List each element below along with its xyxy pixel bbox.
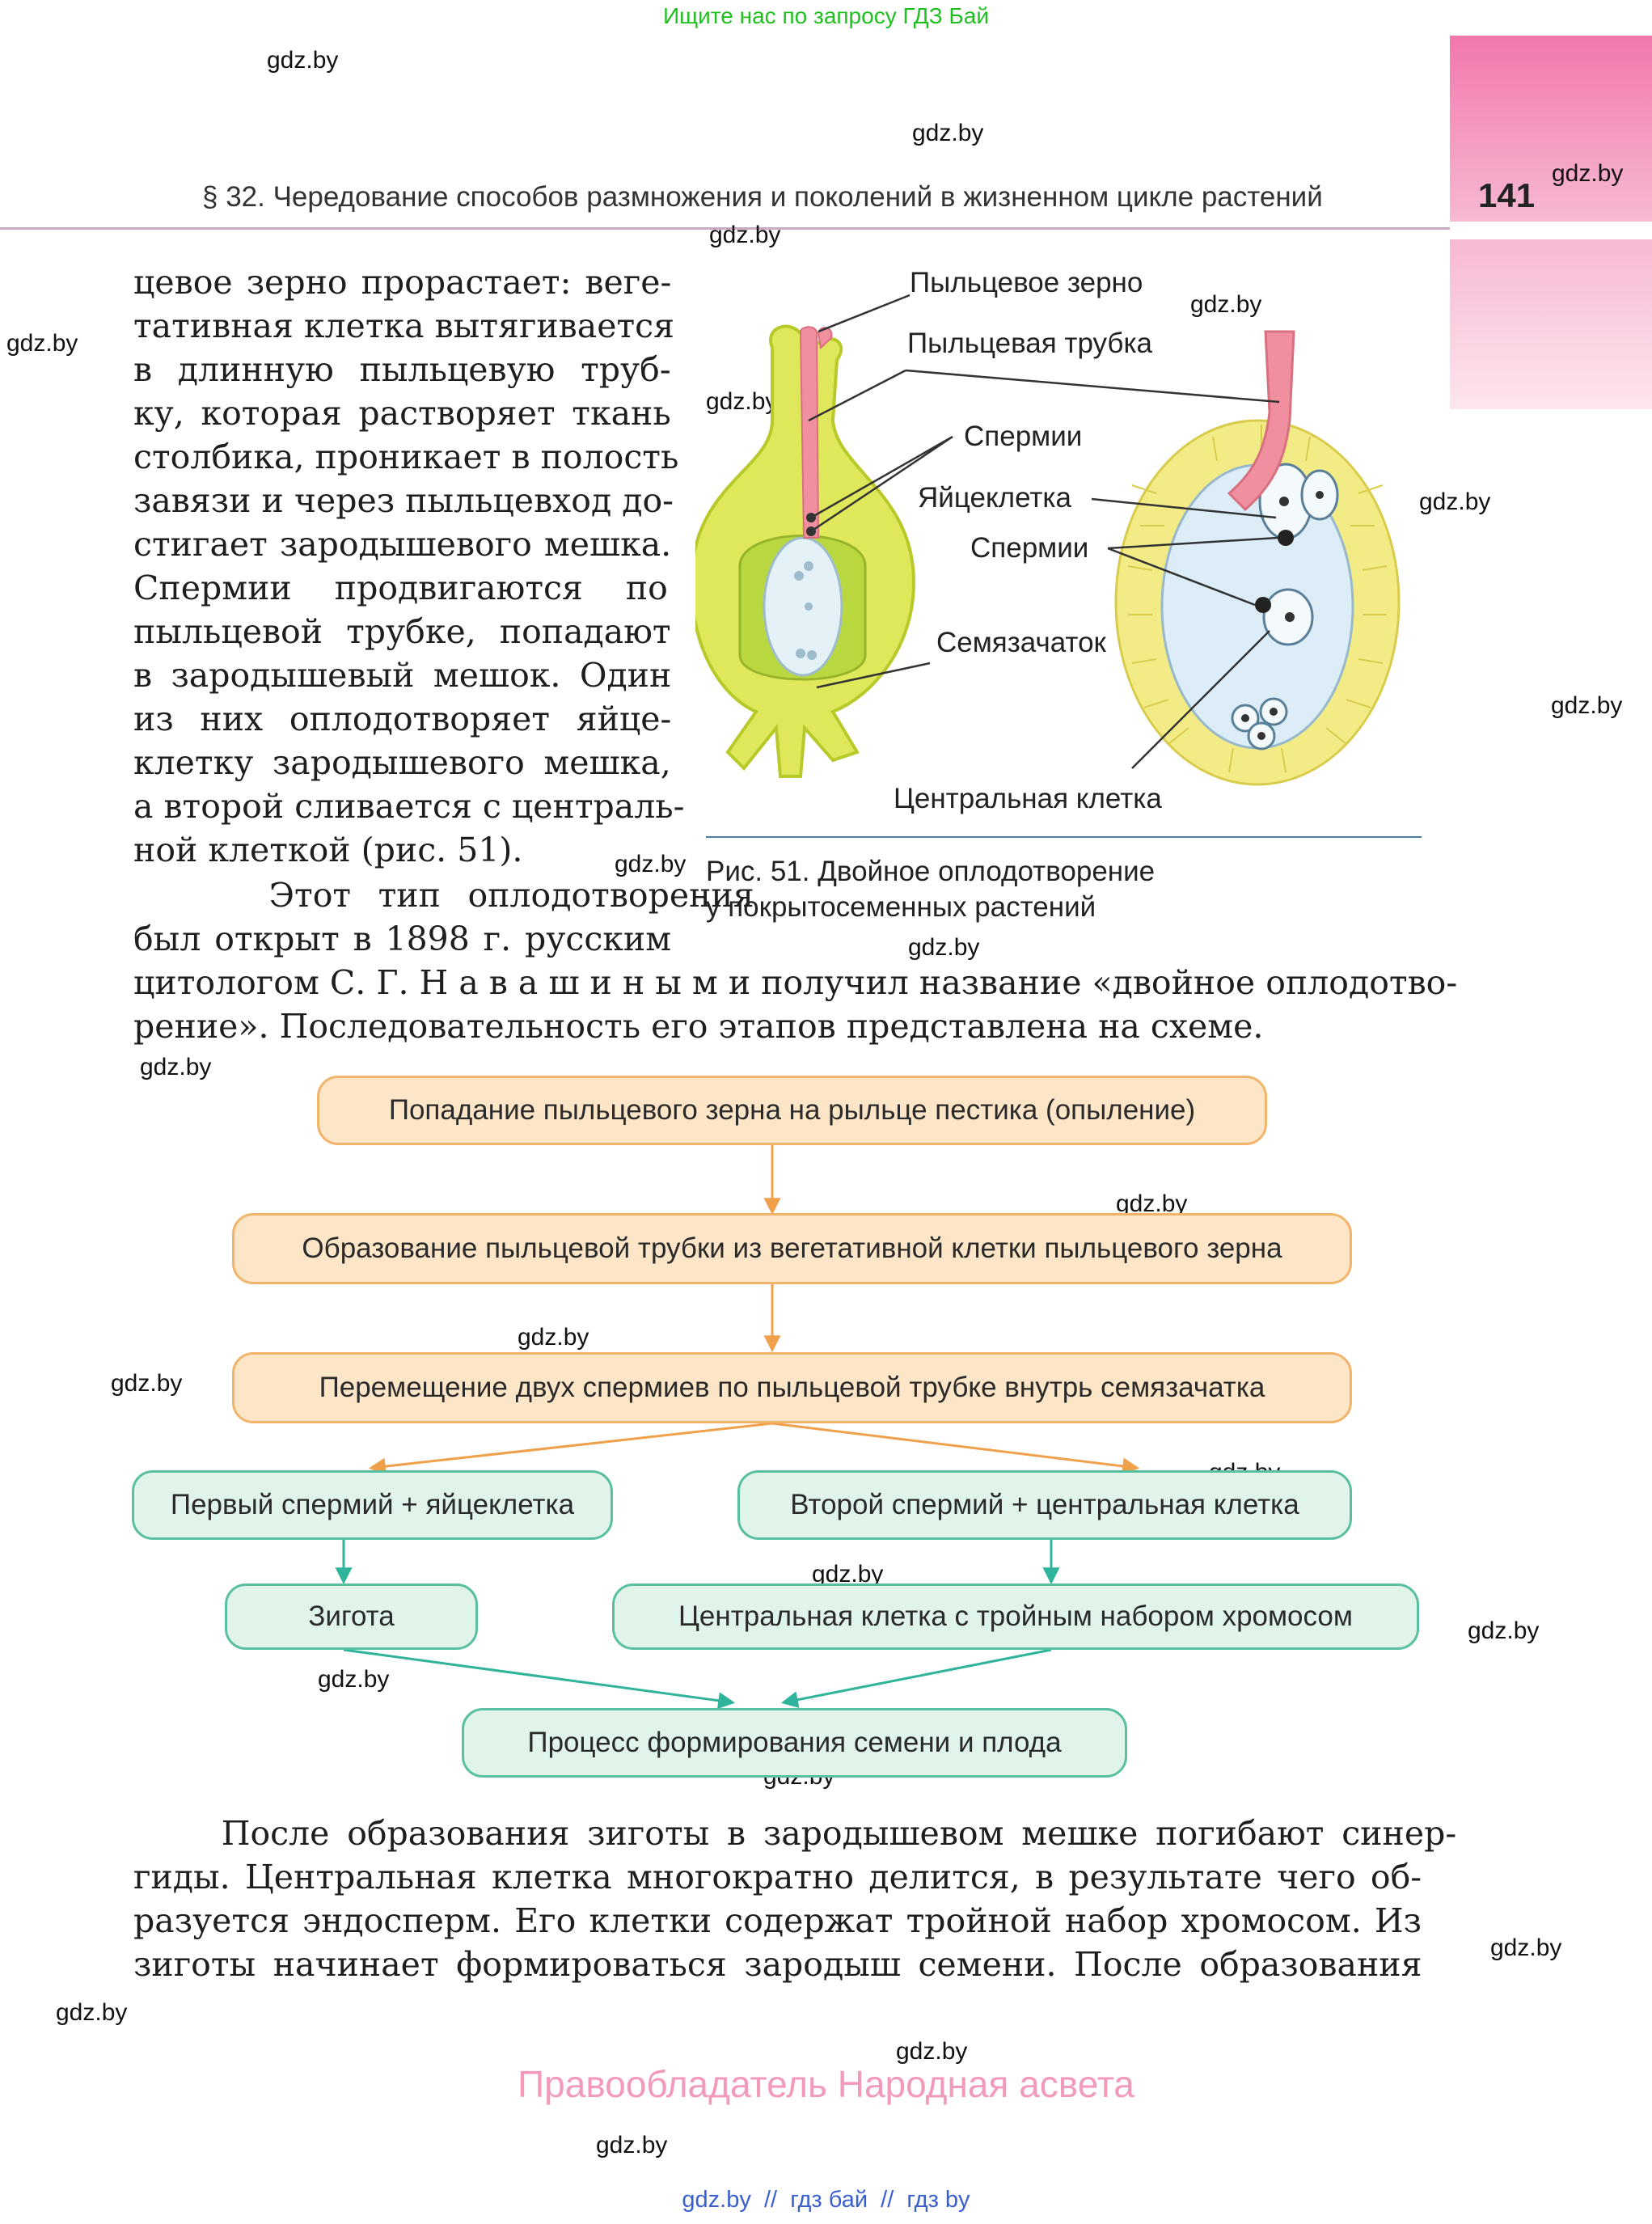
- watermark: gdz.by: [111, 1370, 183, 1397]
- caption-divider: [706, 836, 1422, 838]
- body-text-line: столбика, проникает в полость: [133, 438, 679, 476]
- body-text-line: ной клеткой (рис. 51).: [133, 831, 523, 869]
- pistil-drawing: [695, 324, 916, 778]
- flow-central-cell-triple: Центральная клетка с тройным набором хро…: [612, 1583, 1419, 1650]
- watermark: gdz.by: [896, 2038, 968, 2065]
- body-text-line: Спермии продвигаются по: [133, 569, 668, 607]
- flow-branch-second-sperm: Второй спермий + центральная клетка: [737, 1470, 1352, 1540]
- body-text-line: После образования зиготы в зародышевом м…: [133, 1814, 1457, 1853]
- body-text-line: а второй сливается с централь-: [133, 787, 685, 826]
- label-central-cell: Центральная клетка: [894, 783, 1162, 814]
- watermark: gdz.by: [267, 47, 339, 74]
- watermark: gdz.by: [318, 1666, 390, 1693]
- running-head: § 32. Чередование способов размножения и…: [202, 181, 1323, 213]
- watermark: gdz.by: [912, 120, 984, 146]
- body-text-line: клетку зародышевого мешка,: [133, 743, 671, 782]
- double-fertilization-illustration: [695, 294, 1401, 786]
- body-text-line: пыльцевой трубке, попадают: [133, 612, 671, 651]
- watermark: gdz.by: [1490, 1934, 1562, 1961]
- footer-links[interactable]: gdz.by // гдз бай // гдз by: [682, 2187, 970, 2213]
- body-text-line: разуется эндосперм. Его клетки содержат …: [133, 1901, 1422, 1940]
- watermark: gdz.by: [1116, 1190, 1188, 1217]
- flow-branch-first-sperm: Первый спермий + яйцеклетка: [132, 1470, 613, 1540]
- label-sperm-cells: Спермии: [964, 421, 1083, 452]
- watermark: gdz.by: [1551, 692, 1623, 719]
- top-banner-link[interactable]: Ищите нас по запросу ГДЗ Бай: [662, 3, 990, 28]
- watermark: gdz.by: [1419, 488, 1491, 515]
- watermark: gdz.by: [6, 330, 78, 357]
- flowchart-arrows: [335, 1145, 1140, 1710]
- watermark: gdz.by: [1468, 1617, 1540, 1644]
- label-pollen-tube: Пыльцевая трубка: [907, 328, 1153, 359]
- body-text-line: из них оплодотворяет яйце-: [133, 700, 672, 738]
- watermark: gdz.by: [709, 222, 781, 248]
- watermark: gdz.by: [596, 2132, 668, 2158]
- page-edge-tab-lower: [1450, 239, 1652, 409]
- label-sperm-cells-right: Спермии: [970, 532, 1089, 564]
- body-text-line: тативная клетка вытягивается: [133, 307, 674, 345]
- flow-zygote: Зигота: [225, 1583, 478, 1650]
- watermark: gdz.by: [1552, 160, 1624, 187]
- body-text-line: цевое зерно прорастает: веге-: [133, 263, 672, 302]
- body-text-line: был открыт в 1898 г. русским: [133, 920, 672, 958]
- flow-step-pollination: Попадание пыльцевого зерна на рыльце пес…: [317, 1076, 1267, 1145]
- page-number: 141: [1478, 176, 1536, 214]
- figure-leader-lines: [808, 294, 1280, 769]
- copyright-holder: Правообладатель Народная асвета: [518, 2063, 1134, 2105]
- watermark: gdz.by: [518, 1324, 589, 1351]
- watermark: gdz.by: [1190, 291, 1262, 318]
- body-text-line: рение». Последовательность его этапов пр…: [133, 1007, 1264, 1046]
- body-text-line: ку, которая растворяет ткань: [133, 394, 671, 433]
- flow-step-pollen-tube: Образование пыльцевой трубки из вегетати…: [232, 1213, 1352, 1284]
- figure-caption-line-2: у покрытосеменных растений: [706, 891, 1096, 923]
- watermark: gdz.by: [56, 1999, 128, 2026]
- body-text-line: в длинную пыльцевую труб-: [133, 350, 671, 389]
- label-pollen-grain: Пыльцевое зерно: [910, 267, 1143, 298]
- page-edge-tab: [1450, 36, 1652, 222]
- body-text-line: завязи и через пыльцевход до-: [133, 481, 674, 520]
- watermark: gdz.by: [615, 851, 687, 877]
- body-text-line: в зародышевый мешок. Один: [133, 656, 672, 695]
- watermark: gdz.by: [908, 934, 980, 961]
- ovule-drawing: [1114, 330, 1401, 786]
- watermark: gdz.by: [140, 1054, 212, 1080]
- watermark: gdz.by: [812, 1561, 884, 1588]
- label-egg-cell: Яйцеклетка: [918, 482, 1071, 514]
- body-text-line: гиды. Центральная клетка многократно дел…: [133, 1858, 1422, 1896]
- header-divider: [0, 227, 1450, 230]
- body-text-line: Этот тип оплодотворения: [133, 876, 754, 915]
- label-ovule: Семязачаток: [936, 627, 1106, 658]
- watermark: gdz.by: [706, 388, 778, 415]
- body-text-line: цитологом С. Г. Н а в а ш и н ы м и полу…: [133, 963, 1458, 1002]
- body-text-line: стигает зародышевого мешка.: [133, 525, 672, 564]
- flow-step-sperm-movement: Перемещение двух спермиев по пыльцевой т…: [232, 1352, 1352, 1423]
- body-text-line: зиготы начинает формироваться зародыш се…: [133, 1945, 1422, 1984]
- figure-caption: Рис. 51. Двойное оплодотворение: [706, 856, 1156, 887]
- flow-seed-fruit-formation: Процесс формирования семени и плода: [462, 1708, 1127, 1778]
